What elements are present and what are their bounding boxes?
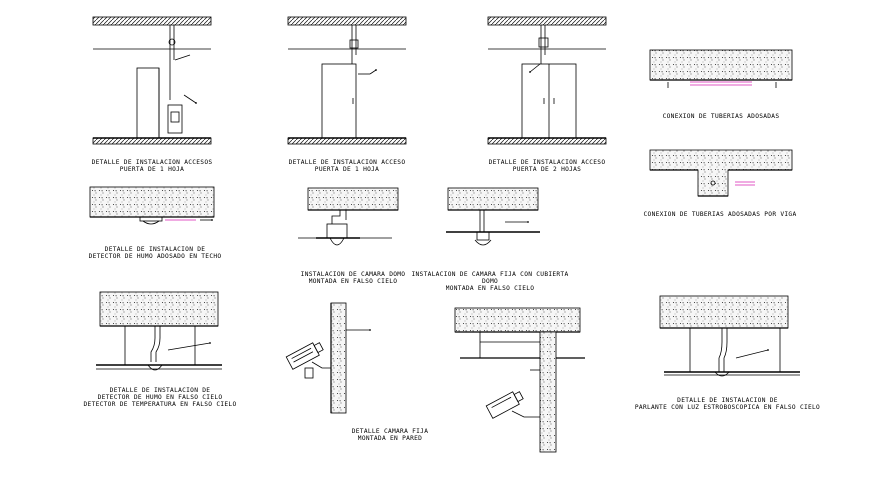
detail-4-title: CONEXION DE TUBERIAS ADOSADAS bbox=[662, 113, 780, 120]
detail-8-fixed-camera-dome bbox=[446, 187, 540, 246]
detail-7-dome-camera bbox=[298, 187, 399, 246]
detail-6-title: DETALLE DE INSTALACION DE DETECTOR DE HU… bbox=[88, 246, 222, 260]
detail-9-title: DETALLE DE INSTALACION DE DETECTOR DE HU… bbox=[83, 387, 237, 408]
detail-5-title: CONEXION DE TUBERIAS ADOSADAS POR VIGA bbox=[643, 211, 797, 218]
detail-9-detector-false-ceiling bbox=[96, 291, 222, 371]
detail-12-speaker-strobe bbox=[659, 295, 800, 377]
detail-7-title: INSTALACION DE CAMARA DOMO MONTADA EN FA… bbox=[300, 271, 406, 285]
detail-10-wall-camera bbox=[285, 302, 370, 414]
detail-8-title: INSTALACION DE CAMARA FIJA CON CUBIERTA … bbox=[411, 271, 569, 292]
detail-1-door-single bbox=[92, 16, 212, 145]
detail-3-door-double bbox=[487, 16, 607, 145]
detail-10-title: DETALLE CAMARA FIJA MONTADA EN PARED bbox=[351, 428, 429, 442]
detail-6-smoke-detector-ceiling bbox=[89, 186, 215, 225]
annotation-markers bbox=[195, 69, 769, 351]
detail-2-door-single bbox=[287, 16, 407, 145]
detail-11-ceiling-wall-camera bbox=[454, 307, 585, 453]
detail-3-title: DETALLE DE INSTALACION ACCESO PUERTA DE … bbox=[488, 159, 606, 173]
detail-1-title: DETALLE DE INSTALACION ACCESOS PUERTA DE… bbox=[91, 159, 213, 173]
detail-5-pipes-beam bbox=[649, 149, 793, 197]
detail-12-title: DETALLE DE INSTALACION DE PARLANTE CON L… bbox=[634, 397, 821, 411]
detail-4-surface-pipes bbox=[649, 49, 793, 88]
detail-2-title: DETALLE DE INSTALACION ACCESO PUERTA DE … bbox=[288, 159, 406, 173]
